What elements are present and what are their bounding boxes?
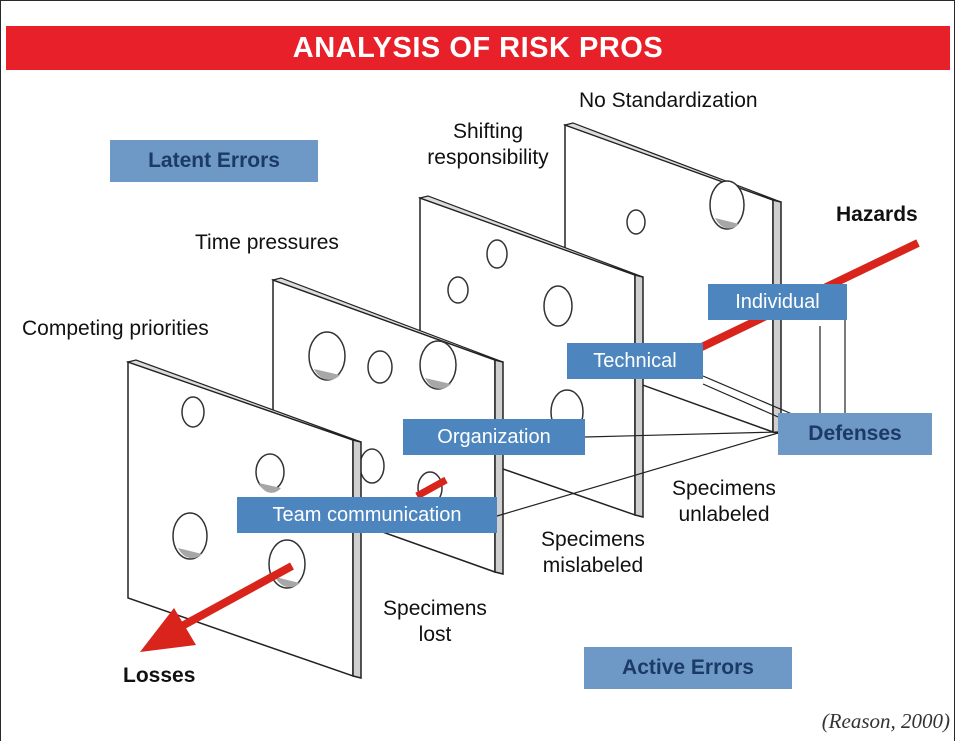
hole bbox=[181, 396, 205, 428]
hole bbox=[172, 512, 208, 560]
losses-label: Losses bbox=[123, 664, 196, 687]
citation: (Reason, 2000) bbox=[821, 709, 950, 733]
hole bbox=[626, 209, 646, 235]
active-errors-label: Active Errors bbox=[584, 647, 792, 689]
unlabeled-line-2: unlabeled bbox=[678, 503, 770, 526]
shifting-line-2: responsibility bbox=[427, 146, 549, 169]
individual-defense-label: Individual bbox=[708, 284, 847, 320]
competing-priorities-label: Competing priorities bbox=[22, 317, 209, 340]
mislabeled-line-2: mislabeled bbox=[542, 554, 644, 577]
hole bbox=[359, 448, 385, 484]
hole bbox=[709, 180, 745, 230]
shifting-line-1: Shifting bbox=[452, 120, 524, 143]
hole bbox=[419, 340, 457, 390]
hole bbox=[447, 276, 469, 304]
technical-defense-label: Technical bbox=[567, 343, 703, 379]
latent-errors-label: Latent Errors bbox=[110, 140, 318, 182]
hazards-label: Hazards bbox=[836, 203, 918, 226]
specimens-mislabeled-label: Specimens mislabeled bbox=[528, 527, 658, 579]
mislabeled-line-1: Specimens bbox=[541, 528, 645, 551]
defense-connectors bbox=[496, 308, 846, 517]
defenses-label: Defenses bbox=[778, 413, 932, 455]
hole bbox=[308, 331, 346, 381]
hole bbox=[486, 239, 508, 269]
page-title: ANALYSIS OF RISK PROS bbox=[6, 26, 950, 70]
lost-line-2: lost bbox=[418, 623, 452, 646]
specimens-unlabeled-label: Specimens unlabeled bbox=[664, 476, 784, 528]
unlabeled-line-1: Specimens bbox=[672, 477, 776, 500]
hole bbox=[543, 285, 573, 327]
hole bbox=[367, 350, 393, 384]
shifting-responsibility-label: Shifting responsibility bbox=[418, 119, 558, 171]
loss-arrow bbox=[140, 562, 294, 652]
no-standardization-label: No Standardization bbox=[579, 89, 758, 112]
lost-line-1: Specimens bbox=[383, 597, 487, 620]
specimens-lost-label: Specimens lost bbox=[370, 596, 500, 648]
team-communication-defense-label: Team communication bbox=[237, 497, 497, 533]
organization-defense-label: Organization bbox=[403, 419, 585, 455]
time-pressures-label: Time pressures bbox=[195, 231, 339, 254]
